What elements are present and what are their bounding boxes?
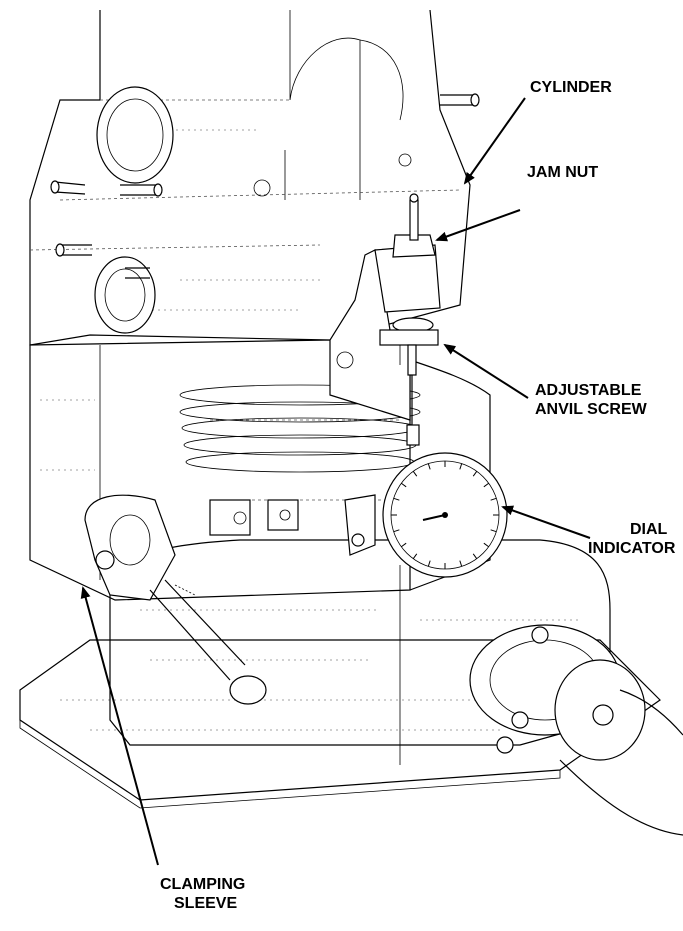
studs xyxy=(50,93,480,279)
dial-tick xyxy=(459,463,463,470)
jam-nut-arrow xyxy=(435,209,521,242)
dial-tick xyxy=(412,471,418,477)
label-indicator: INDICATOR xyxy=(588,540,676,557)
dial-tick xyxy=(401,482,407,488)
label-adjustable: ADJUSTABLE xyxy=(535,382,642,399)
callout-arrows xyxy=(80,97,591,866)
clamping-sleeve xyxy=(84,494,267,705)
dial-tick xyxy=(472,553,478,559)
label-sleeve: SLEEVE xyxy=(174,895,237,912)
dial-tick xyxy=(393,497,400,501)
label-anvil-screw: ANVIL SCREW xyxy=(535,401,648,418)
dial-tick xyxy=(393,529,400,533)
label-cylinder: CYLINDER xyxy=(530,79,612,96)
dial-tick xyxy=(483,542,489,548)
crank-assembly xyxy=(469,624,683,836)
dial-tick xyxy=(490,497,497,501)
dial-tick xyxy=(490,529,497,533)
label-dial: DIAL xyxy=(630,521,668,538)
dial-tick xyxy=(427,560,431,567)
dial-hub xyxy=(442,512,448,518)
dial-tick xyxy=(401,542,407,548)
dial-tick xyxy=(472,471,478,477)
anvil-screw-arrow xyxy=(443,343,529,399)
label-jam-nut: JAM NUT xyxy=(527,164,598,181)
dial-ticks xyxy=(391,461,499,569)
clamping-sleeve-arrow xyxy=(80,586,159,866)
dial-tick xyxy=(483,482,489,488)
spring xyxy=(179,384,421,473)
cylinder-arrow xyxy=(463,97,526,185)
label-clamping: CLAMPING xyxy=(160,876,245,893)
dial-tick xyxy=(427,463,431,470)
anvil-bracket xyxy=(329,193,441,425)
cylinder-ports xyxy=(94,86,412,334)
dial-tick xyxy=(459,560,463,567)
dial-indicator-arrow xyxy=(501,505,591,539)
dial-tick xyxy=(412,553,418,559)
dial-indicator xyxy=(344,424,508,578)
dial-needle xyxy=(422,514,446,521)
